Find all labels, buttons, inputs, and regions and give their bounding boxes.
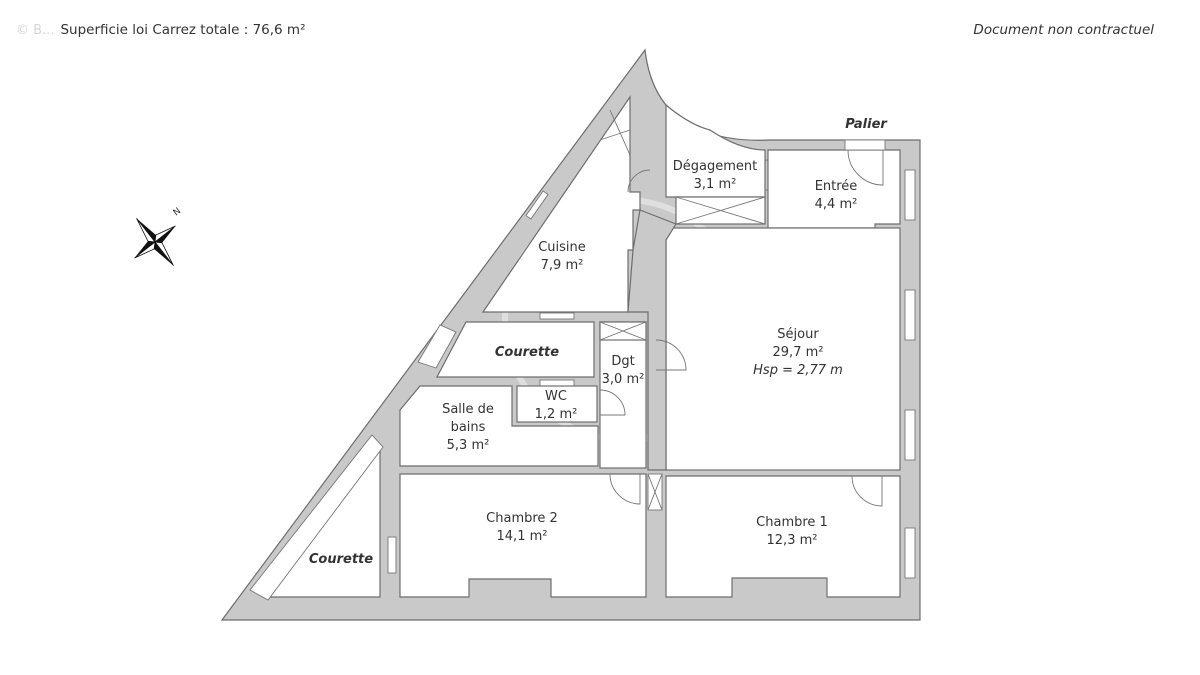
courette-upper: [436, 321, 595, 378]
entrance-door: [844, 139, 886, 151]
room-sejour: [665, 227, 901, 471]
door-swing: [599, 389, 626, 416]
compass-north-label: N: [172, 206, 183, 218]
room-area-chambre-1: 12,3 m²: [767, 533, 818, 548]
window: [539, 379, 575, 387]
room-chambre-2: [399, 473, 647, 598]
room-salle-de-bains: [399, 385, 599, 467]
entrance-door-swing: [847, 149, 884, 186]
room-area-cuisine: 7,9 m²: [541, 258, 584, 273]
door-swing: [627, 169, 651, 193]
room-name-dgt: Dgt: [611, 354, 634, 369]
room-name-salle-de-bains: Salle de: [442, 402, 494, 417]
window: [525, 190, 549, 220]
cuisine-door-swing: [599, 109, 631, 156]
window: [904, 289, 916, 341]
room-area-dgt: 3,0 m²: [602, 372, 645, 387]
door-swing: [655, 339, 687, 371]
disclaimer: Document non contractuel: [973, 22, 1154, 38]
room-name2-salle-de-bains: bains: [451, 420, 486, 435]
room-wc: [516, 385, 598, 423]
room-name-sejour: Séjour: [777, 327, 819, 342]
closet-cross: [647, 473, 663, 511]
room-area-entree: 4,4 m²: [815, 197, 858, 212]
room-height-sejour: Hsp = 2,77 m: [753, 363, 843, 378]
door-swing: [851, 475, 883, 507]
window: [539, 312, 575, 320]
room-name-chambre-1: Chambre 1: [756, 515, 828, 530]
room-name-entree: Entrée: [815, 179, 858, 194]
room-name-courette-lower: Courette: [309, 552, 373, 567]
room-name-cuisine: Cuisine: [538, 240, 586, 255]
room-area-wc: 1,2 m²: [535, 407, 578, 422]
room-chambre-1: [665, 475, 901, 598]
window: [417, 324, 457, 369]
room-area-chambre-2: 14,1 m²: [497, 529, 548, 544]
room-dgt: [599, 321, 647, 469]
room-degagement: [665, 103, 766, 198]
room-area-salle-de-bains: 5,3 m²: [447, 438, 490, 453]
watermark-text: © B...: [16, 22, 55, 38]
window: [387, 536, 397, 574]
total-area-label: Superficie loi Carrez totale : 76,6 m²: [60, 22, 306, 38]
window: [904, 527, 916, 579]
room-cuisine: [481, 95, 641, 313]
window: [249, 434, 384, 601]
room-name-degagement: Dégagement: [673, 159, 757, 174]
window: [904, 409, 916, 461]
compass-rose-icon: [134, 218, 176, 266]
window: [904, 169, 916, 221]
room-name-courette-upper: Courette: [495, 345, 559, 360]
interior-wall: [627, 209, 677, 471]
closet-cross: [675, 196, 766, 225]
header-total-area: © B... Superficie loi Carrez totale : 76…: [16, 22, 306, 38]
room-name-wc: WC: [545, 389, 567, 404]
room-area-degagement: 3,1 m²: [694, 177, 737, 192]
door-swing: [609, 473, 641, 505]
palier-label: Palier: [845, 117, 888, 132]
closet-cross: [599, 321, 647, 341]
room-name-chambre-2: Chambre 2: [486, 511, 558, 526]
room-area-sejour: 29,7 m²: [773, 345, 824, 360]
